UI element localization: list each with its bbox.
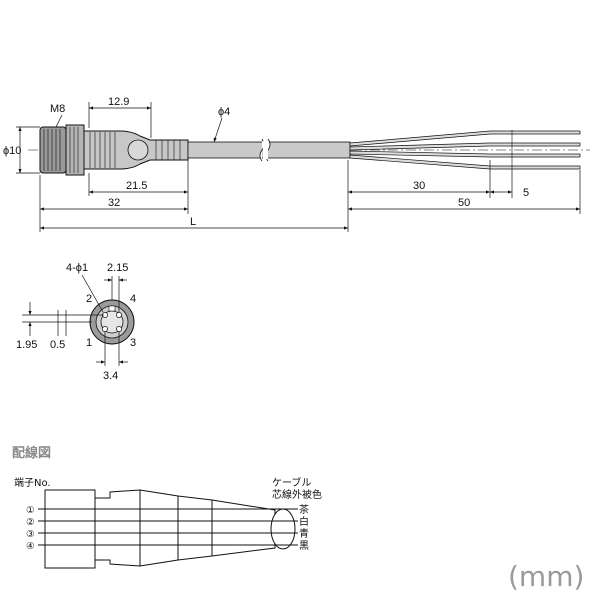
pin-number-4: 4	[130, 293, 136, 305]
dim-3-4-label: 3.4	[103, 370, 118, 382]
dim-0-5-label: 0.5	[50, 339, 65, 351]
terminal-3: ③	[26, 529, 35, 540]
pin-view: 4-ϕ1 2.15 2 4 1 3 1.95 0.5 3.4	[16, 262, 136, 382]
pin-holes	[102, 312, 122, 332]
terminal-4: ④	[26, 541, 35, 552]
dim-5-label: 5	[523, 187, 529, 199]
wire-color-4: 黒	[299, 540, 309, 552]
side-view: M8 ϕ10 12.9 ϕ4 21.5 32 L 30	[3, 96, 590, 232]
diameter-4-label: ϕ4	[218, 106, 230, 118]
dim-1-95-label: 1.95	[16, 339, 37, 351]
diameter-10-label: ϕ10	[3, 145, 21, 157]
dim-l-label: L	[190, 216, 196, 228]
pin-hole	[116, 326, 122, 332]
pin-number-2: 2	[86, 293, 92, 305]
pin-hole	[102, 326, 108, 332]
wire-color-2: 白	[299, 515, 309, 528]
section-title: 配線図	[12, 445, 51, 461]
wire-color-1: 茶	[299, 503, 309, 516]
dim-21-5-label: 21.5	[126, 180, 147, 192]
holes-label: 4-ϕ1	[66, 262, 88, 274]
dim-12-9-label: 12.9	[108, 96, 129, 108]
wiring-connector-outline	[44, 489, 276, 569]
dim-2-15-label: 2.15	[107, 262, 128, 274]
pin-hole	[116, 312, 122, 318]
terminal-2: ②	[26, 517, 35, 528]
pin-number-1: 1	[86, 337, 92, 349]
wiring-diagram: 端子No. ケーブル 芯線外被色 ① ② ③ ④ 茶 白 青 黒	[14, 476, 322, 569]
cable-label-line1: ケーブル	[272, 476, 311, 489]
cable-label-line2: 芯線外被色	[272, 488, 322, 501]
thread-label: M8	[50, 103, 65, 115]
terminal-1: ①	[26, 505, 35, 516]
dim-30-label: 30	[413, 180, 425, 192]
units-label: (mm)	[508, 560, 584, 593]
pin-number-3: 3	[130, 337, 136, 349]
wire-color-3: 青	[299, 527, 309, 540]
wire-leads	[349, 130, 581, 170]
dim-32-label: 32	[108, 197, 120, 209]
terminal-label: 端子No.	[14, 476, 51, 489]
dim-50-label: 50	[458, 197, 470, 209]
